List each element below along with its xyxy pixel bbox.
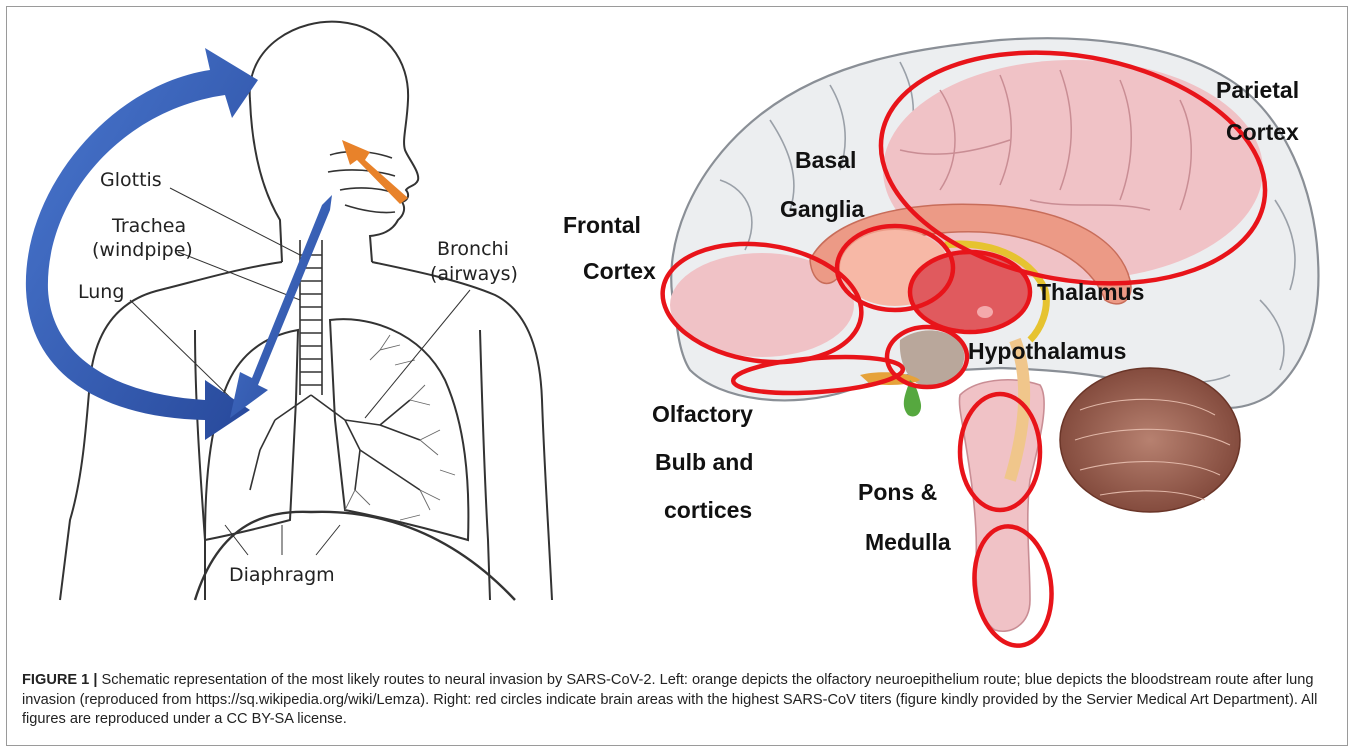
label-frontal-2: Cortex [583,258,656,284]
label-parietal-2: Cortex [1226,119,1299,145]
arm-inner-left [195,330,205,600]
label-lung: Lung [78,281,124,303]
figure-caption: FIGURE 1 | Schematic representation of t… [22,671,1332,730]
label-parietal-1: Parietal [1216,77,1299,103]
figure-label: FIGURE 1 | [22,672,97,688]
label-thalamus: Thalamus [1037,279,1144,305]
label-pons-2: Medulla [865,529,951,555]
arm-inner-right [480,330,490,600]
label-olfactory-3: cortices [664,497,752,523]
label-basal-2: Ganglia [780,196,865,222]
olfactory-route-arrow [342,140,408,204]
label-windpipe: (windpipe) [92,239,193,261]
label-trachea: Trachea [111,215,186,237]
label-diaphragm: Diaphragm [229,564,335,586]
label-olfactory-2: Bulb and [655,449,753,475]
head-outline [250,22,419,262]
left-lung [205,330,298,540]
thalamus-nucleus [977,306,993,318]
label-olfactory-1: Olfactory [652,401,753,427]
label-glottis: Glottis [100,169,162,191]
torso-outline-right [372,262,552,600]
diaphragm [195,512,515,600]
label-basal-1: Basal [795,147,856,173]
bronchioles [345,335,455,520]
label-airways: (airways) [430,263,518,285]
label-pons-1: Pons & [858,479,937,505]
right-lung [330,319,468,540]
label-frontal-1: Frontal [563,212,641,238]
torso-outline [60,262,282,600]
label-hypothalamus: Hypothalamus [968,338,1126,364]
label-bronchi: Bronchi [437,238,509,260]
caption-text: Schematic representation of the most lik… [22,672,1317,727]
